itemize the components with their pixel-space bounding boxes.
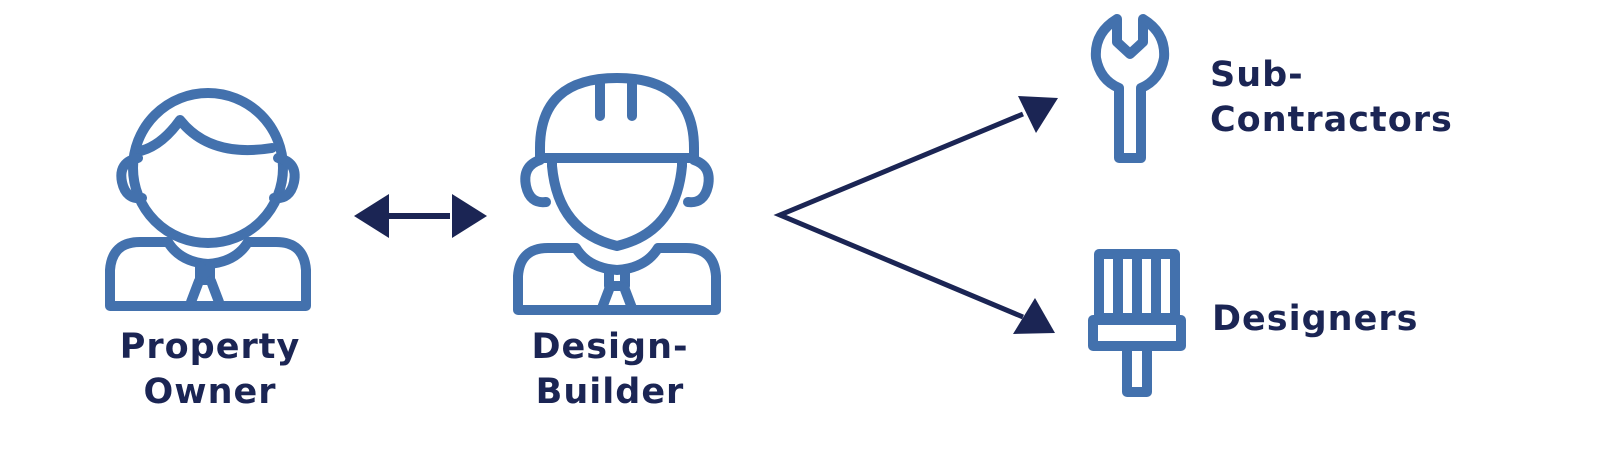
subcontractors-label-line1: Sub- [1210,55,1304,95]
double-arrow-icon [354,194,487,238]
design-builder-label-line2: Builder [535,372,685,412]
subcontractors-label: Sub- Contractors [1210,53,1453,143]
branch-arrows-icon [773,96,1058,334]
property-owner-label-line1: Property [119,327,301,367]
subcontractors-label-line2: Contractors [1210,100,1453,140]
wrench-icon [1090,14,1170,163]
person-icon [105,88,311,311]
designers-label-text: Designers [1212,299,1419,339]
hard-hat-worker-icon [513,73,721,315]
property-owner-label-line2: Owner [143,372,277,412]
property-owner-label: Property Owner [80,325,340,415]
designers-label: Designers [1212,297,1418,342]
paintbrush-icon [1088,249,1186,397]
design-builder-label: Design- Builder [480,325,740,415]
design-builder-label-line1: Design- [531,327,689,367]
